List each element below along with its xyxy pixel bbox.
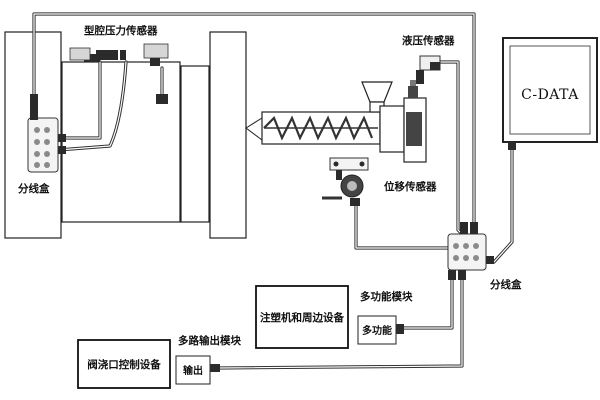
label-gate-control-box: 阀浇口控制设备 — [87, 358, 161, 371]
label-multi-function-module: 多功能模块 — [360, 290, 413, 303]
cables — [32, 12, 514, 370]
injection-machine-box — [255, 285, 349, 349]
label-hydraulic-sensor: 液压传感器 — [402, 34, 455, 47]
labels: 型腔压力传感器 液压传感器 分线盒 位移传感器 分线盒 多功能模块 多功能 注塑… — [18, 24, 522, 377]
hopper — [361, 81, 393, 103]
label-junction-box-right: 分线盒 — [490, 278, 522, 291]
gate-control-box — [77, 339, 171, 389]
injection-unit — [245, 80, 427, 163]
cable-displacement-sensor — [354, 203, 450, 250]
hydraulic-cylinder — [379, 105, 405, 153]
displacement-sensor — [322, 157, 369, 206]
label-multi-output-module: 多路输出模块 — [178, 334, 241, 347]
hydraulic-sensor — [416, 55, 441, 84]
cavity-pressure-sensors — [69, 43, 169, 104]
label-junction-box-left: 分线盒 — [18, 182, 50, 195]
label-displacement-sensor: 位移传感器 — [384, 180, 437, 193]
cable-hydraulic-sensor — [438, 60, 464, 236]
mold-plate-moving — [180, 65, 210, 223]
peripheral-boxes — [77, 285, 404, 389]
monitor-text: C-DATA — [521, 87, 579, 103]
screw-flights — [263, 115, 374, 141]
output-box — [175, 355, 211, 385]
multi-function-box — [357, 315, 397, 345]
label-injection-machine-box: 注塑机和周边设备 — [260, 311, 344, 324]
label-cavity-pressure-sensor: 型腔压力传感器 — [84, 24, 158, 37]
junction-box-right — [447, 222, 494, 280]
c-data-monitor: C-DATA — [502, 37, 598, 150]
mold-plate-cavity — [61, 61, 181, 223]
label-output-box: 输出 — [183, 364, 203, 377]
junction-box-left — [27, 94, 66, 173]
cable-monitor — [484, 140, 514, 264]
mold-assembly — [4, 31, 247, 239]
nozzle — [245, 117, 263, 141]
mold-plate-fixed — [209, 31, 247, 239]
label-multi-function-box: 多功能 — [362, 324, 392, 337]
